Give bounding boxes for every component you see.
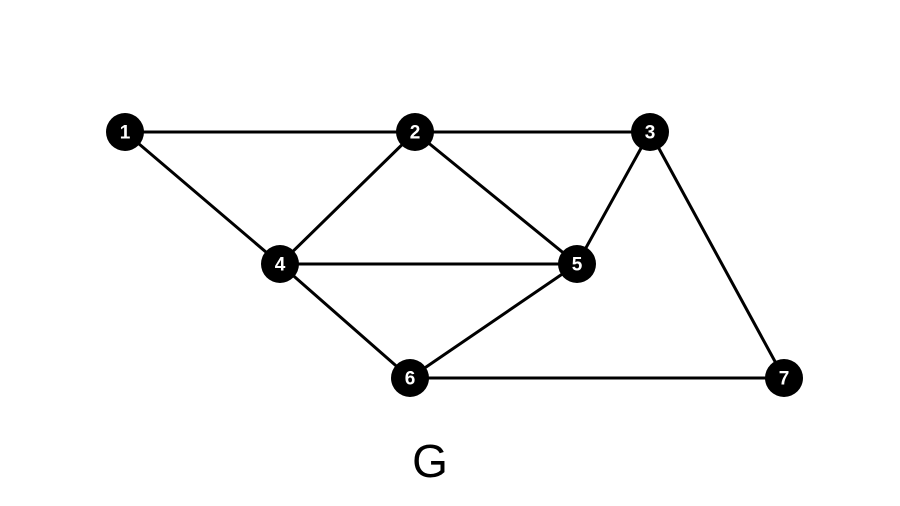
edge-3-7 [648, 130, 786, 380]
node-label: 5 [572, 255, 583, 276]
node-circle [631, 113, 669, 151]
edge-2-4 [278, 130, 417, 266]
edge-5-6 [408, 262, 579, 380]
edge-4-6 [278, 262, 412, 380]
node-label: 4 [275, 255, 286, 276]
node-1: 1 [106, 113, 144, 151]
node-2: 2 [396, 113, 434, 151]
node-circle [396, 113, 434, 151]
node-label: 6 [405, 369, 416, 390]
node-label: 7 [779, 369, 790, 390]
node-circle [558, 245, 596, 283]
node-4: 4 [261, 245, 299, 283]
node-circle [106, 113, 144, 151]
nodes-layer: 1 2 3 4 5 6 7 [106, 113, 803, 397]
node-circle [261, 245, 299, 283]
node-label: 1 [120, 123, 131, 144]
node-3: 3 [631, 113, 669, 151]
node-circle [391, 359, 429, 397]
node-label: 2 [410, 123, 421, 144]
node-5: 5 [558, 245, 596, 283]
edge-3-5 [575, 130, 652, 266]
node-label: 3 [645, 123, 656, 144]
edge-1-4 [123, 130, 282, 266]
node-6: 6 [391, 359, 429, 397]
graph-title: G [412, 435, 448, 487]
node-circle [765, 359, 803, 397]
edges-layer [123, 130, 786, 380]
node-7: 7 [765, 359, 803, 397]
edge-2-5 [413, 130, 579, 266]
